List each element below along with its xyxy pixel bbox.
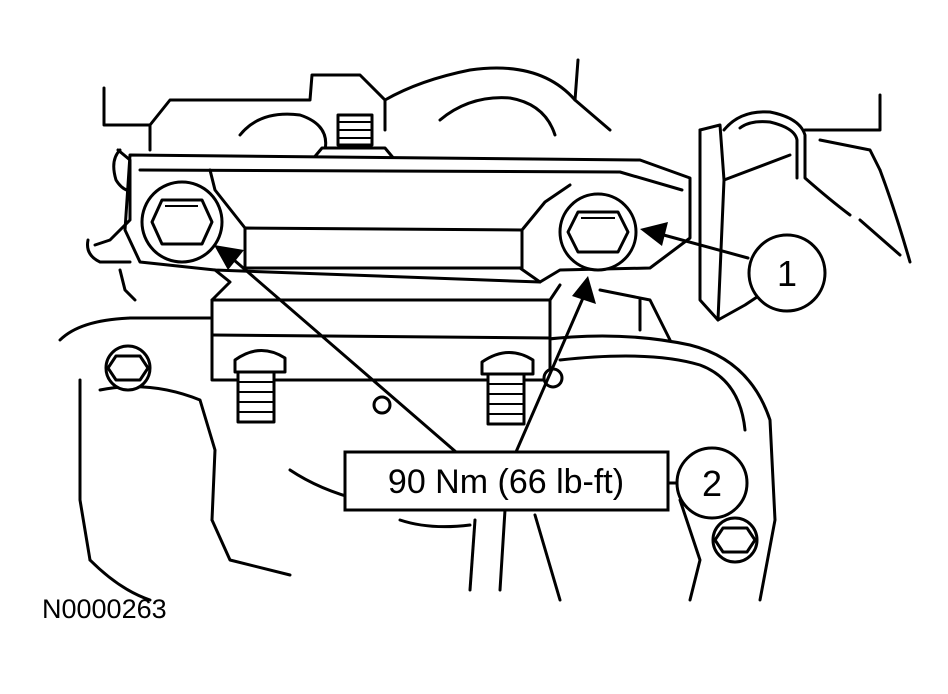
right-lower-stud (480, 351, 535, 426)
torque-spec-box: 90 Nm (66 lb-ft) (343, 450, 670, 512)
leader-arrows (214, 222, 750, 485)
left-lower-stud (233, 349, 287, 424)
small-plug (372, 367, 564, 415)
arrow-head-2b (572, 276, 596, 304)
callout-2-number: 2 (702, 463, 722, 504)
right-housing-nut (711, 516, 759, 564)
callout-2: 2 (675, 446, 749, 520)
arrow-head-1 (640, 222, 668, 246)
left-housing-nut (104, 344, 152, 392)
callout-1-number: 1 (777, 253, 797, 294)
left-bracket-bolt (140, 180, 224, 264)
callout-1: 1 (747, 233, 827, 313)
right-bracket-bolt (558, 192, 638, 272)
torque-spec-text: 90 Nm (66 lb-ft) (388, 463, 624, 501)
figure-id: N0000263 (42, 594, 167, 624)
mount-bracket (86, 148, 692, 382)
arrow-head-2a (214, 245, 244, 270)
